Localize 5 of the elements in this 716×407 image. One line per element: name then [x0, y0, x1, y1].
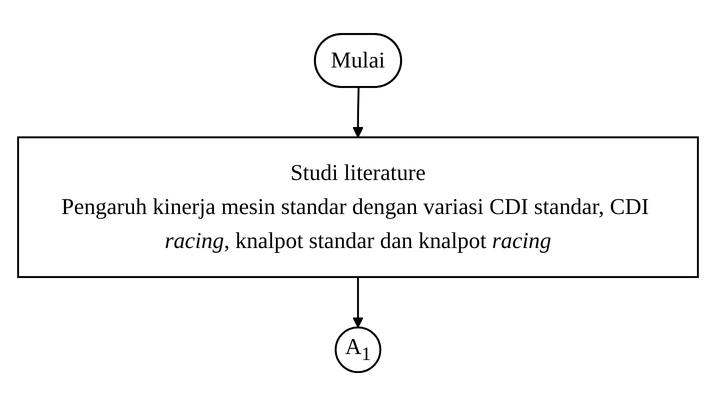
flowchart: Mulai Studi literature Pengaruh kinerja mesin standar dengan variasi CDI standar, CDI racing, knalpot standar dan knalpot racing A$_{1}$ — [8, 24, 708, 383]
arrow — [352, 277, 364, 328]
node-circle — [334, 326, 382, 374]
arrow — [352, 88, 364, 138]
node-box — [17, 136, 699, 278]
